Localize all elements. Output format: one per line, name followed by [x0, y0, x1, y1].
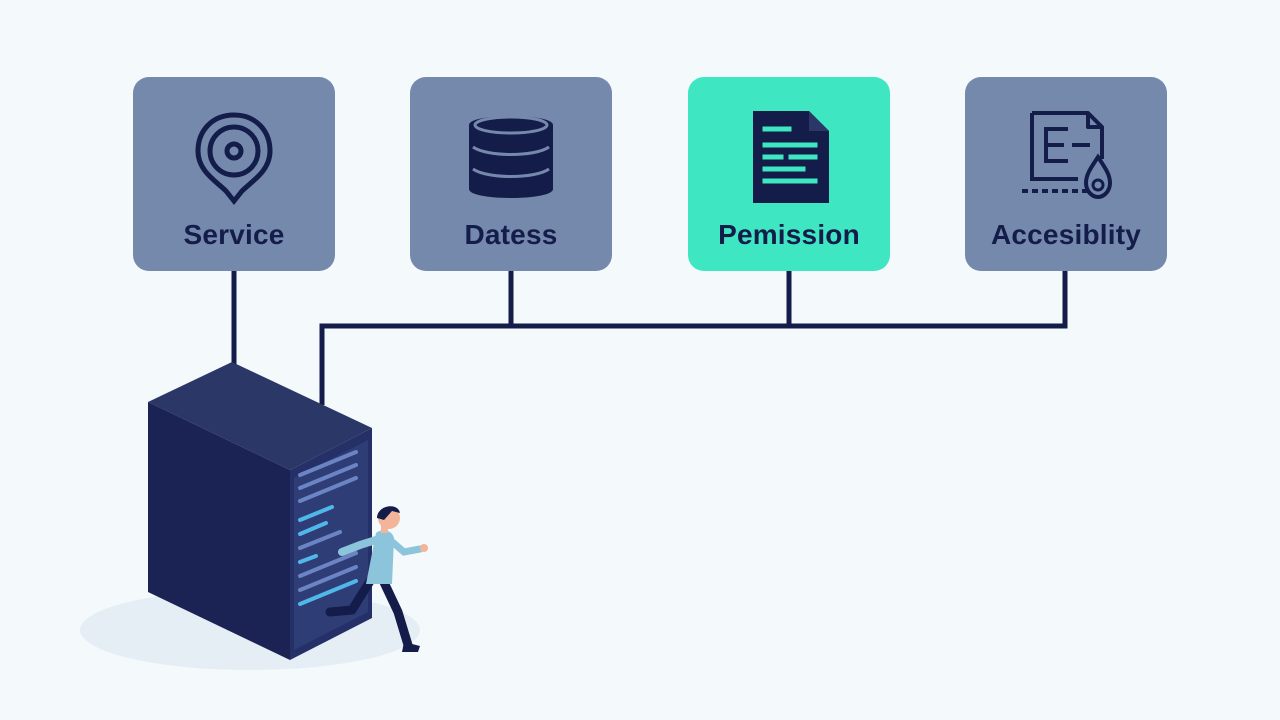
running-person-icon: [325, 506, 428, 652]
card-pemission[interactable]: Pemission: [688, 77, 890, 271]
card-label: Accesiblity: [990, 219, 1142, 250]
server-rack-icon: [148, 362, 372, 660]
connector-lines: [231, 271, 1068, 405]
connector-bus: [319, 271, 1068, 405]
card-datess[interactable]: Datess: [410, 77, 612, 271]
card-accesiblity[interactable]: Accesiblity: [965, 77, 1167, 271]
card-label: Pemission: [718, 219, 860, 250]
document-icon: [753, 111, 829, 203]
card-service[interactable]: Service: [133, 77, 335, 271]
database-icon: [469, 115, 553, 198]
location-pin-icon: [195, 112, 273, 206]
card-label: Service: [183, 219, 285, 250]
card-label: Datess: [464, 219, 558, 250]
document-edit-icon: [1022, 111, 1113, 200]
